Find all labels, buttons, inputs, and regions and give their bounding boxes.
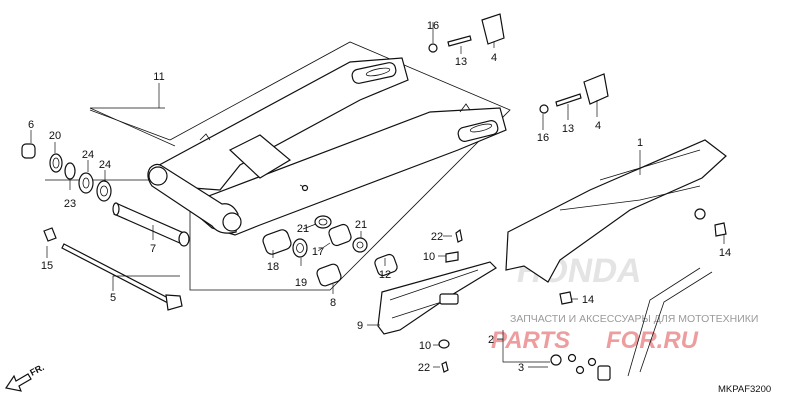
callout-3: 3 bbox=[518, 362, 524, 374]
callout-21a: 21 bbox=[297, 223, 309, 235]
callout-2: 2 bbox=[488, 334, 494, 346]
callouts: 1 2 3 4 4 5 6 7 8 9 10 10 11 12 13 13 14… bbox=[28, 20, 731, 374]
pivot-right-parts bbox=[262, 215, 398, 287]
callout-16b: 16 bbox=[537, 132, 549, 144]
callout-14a: 14 bbox=[719, 247, 731, 259]
watermark-tagline: ЗАПЧАСТИ И АКСЕССУАРЫ ДЛЯ МОТОТЕХНИКИ bbox=[510, 313, 758, 325]
callout-5: 5 bbox=[110, 292, 116, 304]
pivot-bolt-drawing bbox=[43, 227, 183, 311]
callout-15: 15 bbox=[41, 260, 53, 272]
callout-9: 9 bbox=[357, 320, 363, 332]
callout-7: 7 bbox=[150, 243, 156, 255]
callout-21b: 21 bbox=[355, 219, 367, 231]
chain-slider-drawing bbox=[377, 228, 497, 373]
front-direction-arrow: FR. bbox=[5, 362, 46, 392]
callout-14b: 14 bbox=[582, 294, 594, 306]
watermark-brand-left: PARTS bbox=[491, 327, 570, 354]
callout-24b: 24 bbox=[99, 159, 111, 171]
callout-4b: 4 bbox=[595, 120, 601, 132]
swingarm-drawing bbox=[147, 57, 507, 236]
callout-22b: 22 bbox=[418, 362, 430, 374]
callout-1: 1 bbox=[637, 137, 643, 149]
callout-13b: 13 bbox=[562, 123, 574, 135]
callout-11: 11 bbox=[153, 71, 164, 83]
callout-24a: 24 bbox=[82, 149, 94, 161]
callout-6: 6 bbox=[28, 119, 34, 131]
callout-10a: 10 bbox=[423, 251, 435, 263]
callout-19: 19 bbox=[295, 277, 307, 289]
pivot-left-parts bbox=[21, 143, 112, 202]
chain-adjuster-top bbox=[428, 13, 609, 114]
drive-chain-drawing bbox=[550, 267, 713, 381]
watermark: HONDA ЗАПЧАСТИ И АКСЕССУАРЫ ДЛЯ МОТОТЕХН… bbox=[491, 252, 758, 354]
pivot-collar-drawing bbox=[112, 202, 190, 247]
diagram-code: MKPAF3200 bbox=[718, 384, 771, 395]
callout-13a: 13 bbox=[455, 56, 467, 68]
leader-lines bbox=[30, 22, 725, 368]
callout-17: 17 bbox=[312, 246, 324, 258]
callout-18: 18 bbox=[267, 261, 279, 273]
watermark-brand-right: FOR.RU bbox=[606, 327, 699, 354]
callout-8: 8 bbox=[330, 297, 336, 309]
callout-4a: 4 bbox=[491, 52, 497, 64]
callout-12: 12 bbox=[379, 269, 391, 281]
callout-23: 23 bbox=[64, 198, 76, 210]
callout-10b: 10 bbox=[419, 340, 431, 352]
chain-case-drawing bbox=[505, 139, 727, 305]
front-label: FR. bbox=[28, 362, 45, 378]
callout-22a: 22 bbox=[431, 231, 443, 243]
callout-20: 20 bbox=[49, 130, 61, 142]
callout-16a: 16 bbox=[427, 20, 439, 32]
